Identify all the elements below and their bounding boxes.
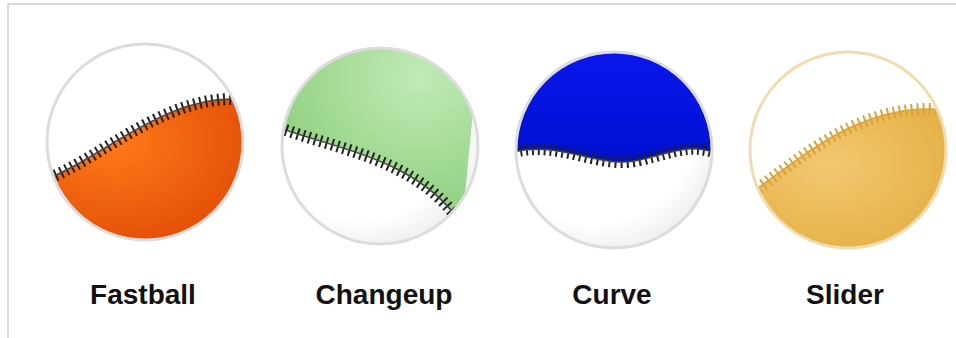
pitch-label: Fastball	[90, 279, 196, 311]
curve-ball	[514, 40, 714, 248]
fastball-ball	[44, 44, 246, 245]
pitch-label: Curve	[572, 279, 651, 311]
slider-ball	[748, 52, 948, 250]
pitch-label: Changeup	[316, 279, 453, 311]
changeup-ball	[280, 40, 480, 244]
frame	[8, 4, 956, 338]
pitch-label: Slider	[806, 279, 884, 311]
